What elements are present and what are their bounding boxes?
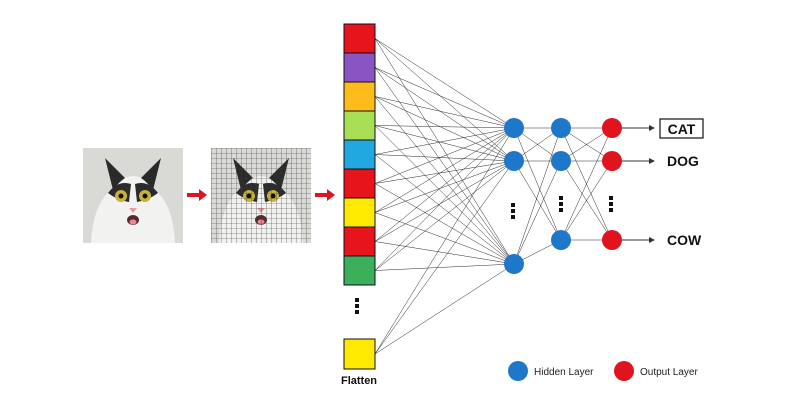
connection-line — [374, 38, 515, 265]
connection-line — [374, 212, 515, 265]
vertical-ellipsis-icon — [355, 298, 359, 314]
hidden-node — [504, 254, 524, 274]
hidden-node — [504, 151, 524, 171]
connection-line — [560, 127, 613, 162]
cat-grid-photo-icon — [211, 148, 311, 243]
connection-line — [374, 38, 515, 129]
hidden-node — [504, 118, 524, 138]
connection-line — [374, 263, 515, 355]
output-label-dog: DOG — [667, 153, 699, 169]
connection-line — [374, 241, 515, 265]
input-cat-image — [83, 148, 183, 243]
flatten-cell — [343, 255, 376, 286]
flatten-cell — [343, 197, 376, 228]
hidden-node — [551, 151, 571, 171]
arrow-to-flatten — [315, 189, 335, 201]
connection-line — [374, 160, 515, 355]
flatten-to-hidden-connections — [374, 38, 515, 355]
legend: Hidden Layer Output Layer — [508, 361, 698, 381]
connection-line — [374, 127, 515, 271]
connection-line — [374, 127, 515, 242]
cat-photo-icon — [83, 148, 183, 243]
connection-line — [374, 127, 515, 155]
hidden-to-output-connections — [560, 127, 613, 241]
connection-line — [374, 160, 515, 184]
output-node — [602, 230, 622, 250]
connection-line — [513, 160, 562, 265]
connection-line — [374, 67, 515, 129]
connection-line — [374, 125, 515, 129]
legend-output-swatch — [614, 361, 634, 381]
connection-line — [513, 127, 562, 265]
connection-line — [374, 96, 515, 265]
connection-line — [513, 160, 562, 241]
flatten-vector — [343, 23, 376, 286]
flatten-label: Flatten — [341, 375, 377, 387]
connection-line — [374, 160, 515, 213]
arrow-to-grid — [187, 189, 207, 201]
connection-line — [374, 96, 515, 162]
flatten-cell — [343, 226, 376, 257]
connection-line — [374, 125, 515, 265]
connection-line — [560, 160, 613, 241]
connection-line — [374, 154, 515, 265]
connection-line — [374, 127, 515, 184]
connection-line — [560, 127, 613, 241]
flatten-cell — [343, 139, 376, 170]
cat-label-box — [659, 118, 704, 139]
connection-line — [374, 160, 515, 271]
output-node — [602, 151, 622, 171]
network-nodes — [504, 118, 622, 274]
flatten-cell — [343, 110, 376, 141]
connection-line — [513, 127, 562, 241]
output-label-cat: CAT — [668, 121, 696, 137]
vertical-ellipsis-icon — [511, 196, 613, 219]
output-node — [602, 118, 622, 138]
output-label-cow: COW — [667, 232, 702, 248]
connection-line — [374, 263, 515, 271]
flatten-cell — [343, 168, 376, 199]
hidden-node — [551, 230, 571, 250]
flatten-cell — [343, 52, 376, 83]
flatten-cell — [343, 23, 376, 54]
flatten-cell-last — [343, 338, 376, 370]
legend-hidden-label: Hidden Layer — [534, 367, 594, 378]
connection-line — [374, 127, 515, 213]
flatten-cell — [343, 81, 376, 112]
connection-line — [374, 160, 515, 242]
legend-hidden-swatch — [508, 361, 528, 381]
connection-line — [374, 67, 515, 265]
grid-cat-image — [211, 148, 311, 243]
connection-line — [374, 38, 515, 162]
connection-line — [374, 183, 515, 265]
output-arrows — [622, 125, 655, 243]
legend-output-label: Output Layer — [640, 367, 698, 378]
connection-line — [374, 154, 515, 162]
connection-line — [374, 96, 515, 129]
connection-line — [374, 67, 515, 162]
connection-line — [374, 127, 515, 355]
hidden-node — [551, 118, 571, 138]
connection-line — [374, 125, 515, 162]
